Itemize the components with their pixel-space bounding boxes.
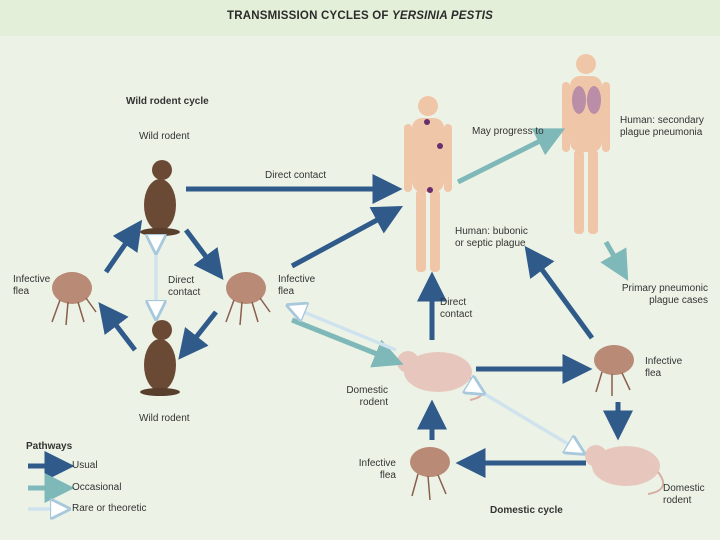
infective-flea-mid-icon — [226, 272, 270, 325]
arrow-rodent-top-to-flea-mid — [186, 230, 216, 270]
arrow-human-progress-to-secondary — [458, 134, 554, 182]
arrow-rare-domestic-rodents — [478, 390, 578, 450]
legend-occasional-label: Occasional — [72, 482, 121, 494]
legend-usual-label: Usual — [72, 460, 98, 472]
arrow-flea-mid-to-rodent-bottom — [186, 312, 216, 350]
wild-rodent-top-label: Wild rodent — [139, 131, 190, 143]
legend-rare-label: Rare or theoretic — [72, 503, 146, 515]
human-secondary-figure-icon — [562, 54, 610, 234]
direct-contact-human-label: Direct contact — [265, 170, 326, 182]
arrow-secondary-to-primary-pneumonic — [606, 242, 622, 270]
wild-cycle-title: Wild rodent cycle — [126, 96, 209, 108]
domestic-rodent-left-icon — [397, 351, 483, 400]
infective-flea-left-icon — [52, 272, 96, 325]
may-progress-label: May progress to — [472, 126, 544, 138]
wild-rodent-bottom-label: Wild rodent — [139, 413, 190, 425]
infective-flea-bottom-icon — [410, 447, 450, 500]
arrow-rodent-bottom-to-flea-left — [106, 312, 135, 350]
wild-rodent-top-icon — [140, 160, 180, 236]
wild-rodent-bottom-icon — [140, 320, 180, 396]
domestic-rodent-right-icon — [585, 445, 663, 494]
legend-title: Pathways — [26, 441, 72, 453]
infective-flea-right-icon — [594, 345, 634, 396]
arrow-flea-right-to-human — [532, 256, 592, 338]
domestic-cycle-title: Domestic cycle — [490, 505, 563, 517]
arrow-wild-flea-to-human — [292, 212, 392, 266]
arrow-flea-left-to-rodent-top — [106, 230, 135, 272]
human-bubonic-figure-icon — [404, 96, 452, 272]
